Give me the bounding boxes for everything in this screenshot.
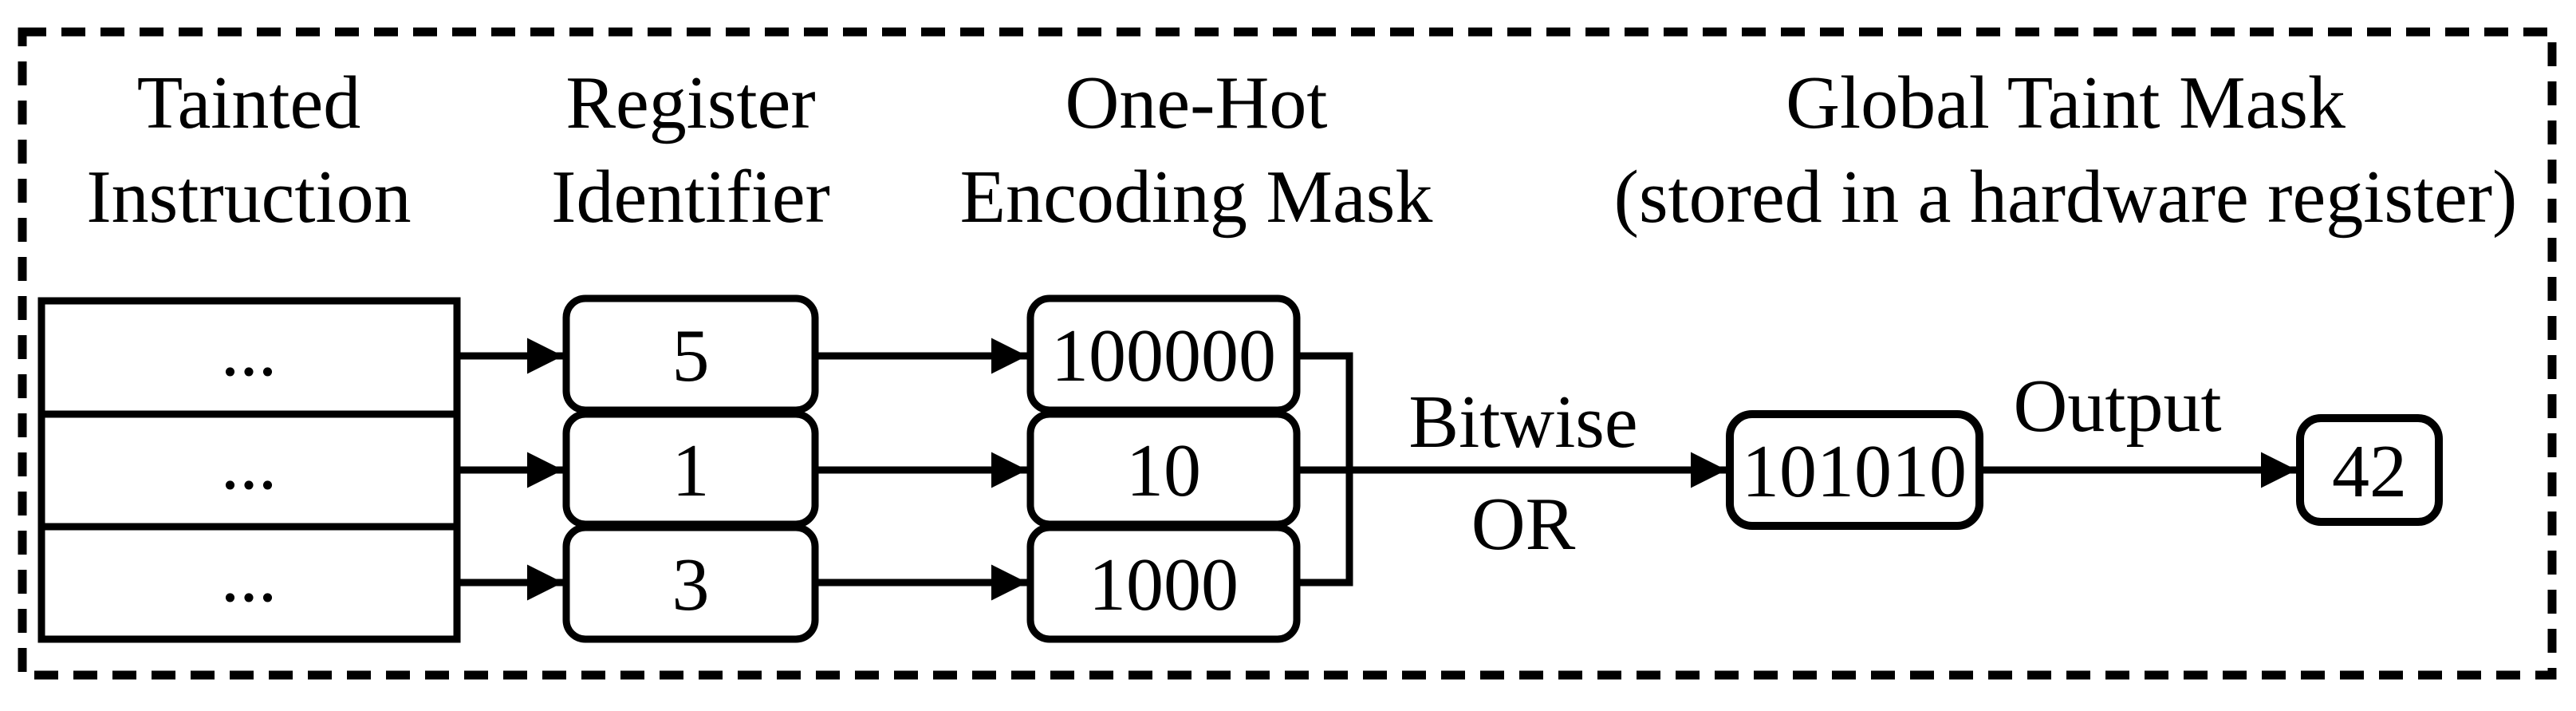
or-merge-bus: Bitwise OR bbox=[1300, 352, 1727, 587]
onehot-mask-value-2: 10 bbox=[1126, 429, 1201, 512]
output-arrow-group: Output bbox=[1983, 365, 2297, 488]
header-register-line2: Identifier bbox=[551, 156, 830, 239]
header-register-line1: Register bbox=[565, 61, 815, 144]
header-tainted-line2: Instruction bbox=[86, 156, 411, 239]
output-value: 42 bbox=[2332, 430, 2407, 513]
register-id-value-3: 3 bbox=[672, 543, 710, 626]
register-id-value-1: 5 bbox=[672, 314, 710, 397]
instruction-row-2: ... bbox=[221, 422, 278, 505]
onehot-mask-box-1 bbox=[1026, 294, 1301, 414]
global-mask-value: 101010 bbox=[1742, 430, 1967, 513]
arrows-register-to-onehot bbox=[818, 338, 1027, 601]
header-onehot-mask: One-Hot Encoding Mask bbox=[960, 61, 1433, 239]
header-global-taint-mask: Global Taint Mask (stored in a hardware … bbox=[1614, 61, 2518, 239]
bitwise-or-label-line1: Bitwise bbox=[1408, 381, 1637, 464]
output-value-outline bbox=[2296, 414, 2443, 526]
output-label: Output bbox=[2013, 365, 2221, 448]
onehot-mask-value-1: 100000 bbox=[1051, 314, 1276, 397]
header-register-identifier: Register Identifier bbox=[551, 61, 830, 239]
global-mask-outline bbox=[1726, 410, 1983, 530]
instruction-row-3: ... bbox=[221, 535, 278, 618]
instruction-row-1: ... bbox=[221, 309, 278, 392]
onehot-mask-boxes: 100000 10 1000 bbox=[1026, 294, 1301, 643]
onehot-mask-box-3 bbox=[1026, 523, 1301, 643]
arrows-instruction-to-register bbox=[459, 338, 563, 601]
header-global-line2: (stored in a hardware register) bbox=[1614, 156, 2518, 239]
dashed-border bbox=[18, 27, 2557, 680]
instruction-table: ... ... ... bbox=[37, 297, 461, 643]
header-tainted-instruction: Tainted Instruction bbox=[86, 61, 411, 239]
register-id-boxes: 5 1 3 bbox=[562, 294, 819, 643]
instruction-table-outline bbox=[37, 297, 461, 643]
global-taint-mask-box: 101010 bbox=[1726, 410, 1983, 530]
header-onehot-line1: One-Hot bbox=[1065, 61, 1328, 144]
register-id-box-1 bbox=[562, 294, 819, 414]
bitwise-or-label-line2: OR bbox=[1471, 483, 1576, 566]
header-global-line1: Global Taint Mask bbox=[1786, 61, 2346, 144]
output-value-box: 42 bbox=[2296, 414, 2443, 526]
header-tainted-line1: Tainted bbox=[137, 61, 361, 144]
register-id-value-2: 1 bbox=[672, 429, 710, 512]
header-onehot-line2: Encoding Mask bbox=[960, 156, 1433, 239]
register-id-box-3 bbox=[562, 523, 819, 643]
onehot-mask-value-3: 1000 bbox=[1089, 543, 1239, 626]
